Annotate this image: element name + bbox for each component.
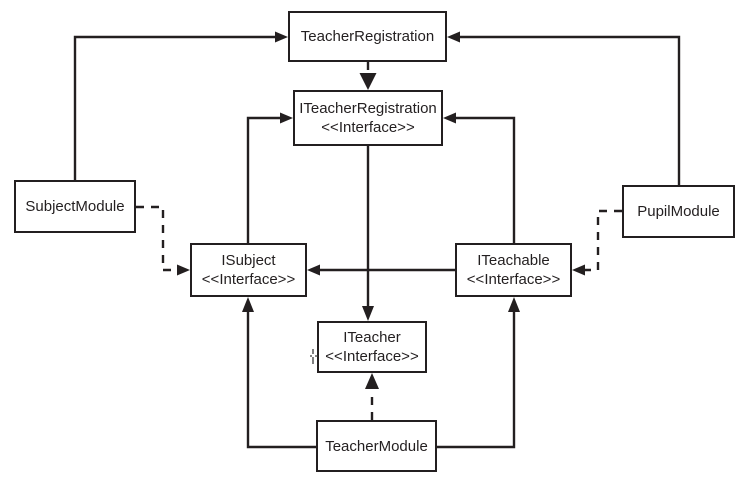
node-subject-module[interactable]: SubjectModule [14, 180, 136, 233]
edge-path [136, 205, 181, 272]
edge-iteachable-to-iteacherregistration[interactable] [443, 112, 516, 244]
node-label: ITeachable [477, 252, 550, 269]
node-label: ISubject [221, 252, 276, 269]
node-iteacher-registration[interactable]: ITeacherRegistration <<Interface>> [293, 90, 443, 146]
edge-isubject-to-iteacherregistration[interactable] [246, 112, 293, 244]
edge-subjectmodule-to-isubject[interactable] [136, 205, 190, 276]
node-iteachable[interactable]: ITeachable <<Interface>> [455, 243, 572, 297]
node-label: TeacherModule [325, 437, 428, 455]
arrowhead-filled [572, 264, 585, 276]
edge-subjectmodule-to-teacherregistration[interactable] [73, 31, 288, 181]
edge-teachermodule-to-isubject[interactable] [242, 297, 316, 449]
node-label: PupilModule [637, 203, 720, 220]
edge-teacherregistration-to-iteacherregistration[interactable] [359, 62, 377, 90]
node-iteacher[interactable]: ITeacher <<Interface>> [317, 321, 427, 373]
arrowhead-filled [508, 297, 520, 312]
edge-path [73, 35, 281, 180]
arrowhead-filled [362, 306, 374, 321]
node-label: ITeacherRegistration [299, 100, 437, 117]
node-label: SubjectModule [25, 198, 125, 215]
arrowhead-filled [443, 112, 456, 124]
node-pupil-module[interactable]: PupilModule [622, 185, 735, 238]
edge-path [246, 305, 316, 449]
edge-path [437, 305, 516, 449]
edge-path [246, 116, 286, 243]
edge-iteachable-to-isubject[interactable] [307, 264, 455, 276]
arrowhead-filled [177, 264, 190, 276]
arrowhead-filled [280, 112, 293, 124]
node-stereotype: <<Interface>> [321, 119, 415, 136]
arrowhead-filled [307, 264, 320, 276]
edge-path [450, 116, 516, 243]
node-label: ITeacher [343, 329, 401, 346]
arrowhead-filled [242, 297, 254, 312]
arrowhead-filled [447, 31, 460, 43]
arrowhead-filled [275, 31, 288, 43]
text-cursor-icon [310, 349, 318, 364]
edge-iteacherregistration-to-iteacher[interactable] [362, 146, 374, 321]
node-isubject[interactable]: ISubject <<Interface>> [190, 243, 307, 297]
node-teacher-module[interactable]: TeacherModule [316, 420, 437, 472]
edge-path [454, 35, 681, 185]
arrowhead-filled [359, 73, 377, 90]
edge-teachermodule-to-iteacher[interactable] [365, 373, 379, 420]
edge-pupilmodule-to-teacherregistration[interactable] [447, 31, 681, 186]
edge-path [581, 209, 622, 272]
arrowhead-filled-triangle [365, 373, 379, 389]
node-label: TeacherRegistration [300, 28, 435, 45]
edge-pupilmodule-to-iteachable[interactable] [572, 209, 622, 276]
node-stereotype: <<Interface>> [466, 271, 561, 288]
edge-teachermodule-to-iteachable[interactable] [437, 297, 520, 449]
node-stereotype: <<Interface>> [325, 348, 419, 365]
node-stereotype: <<Interface>> [201, 271, 296, 288]
node-teacher-registration[interactable]: TeacherRegistration [288, 11, 447, 62]
